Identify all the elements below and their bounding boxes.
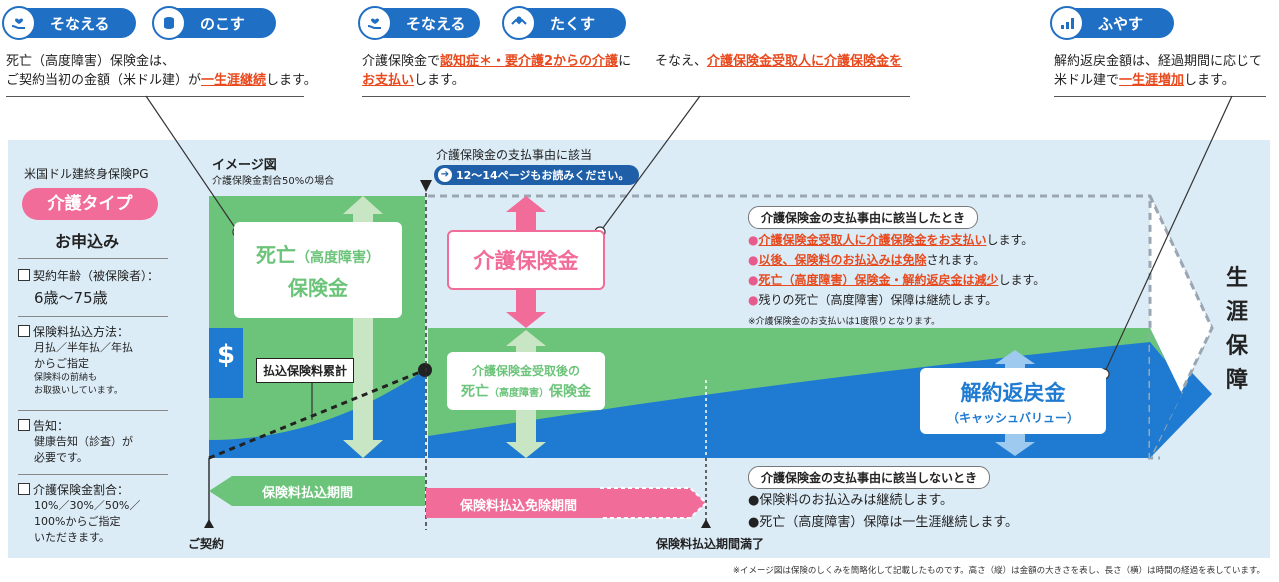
payable-item: ●残りの死亡（高度障害）保障は継続します。 <box>748 293 998 307</box>
cumulative-premium-label: 払込保険料累計 <box>256 358 355 383</box>
not-payable-item: ●保険料のお払込みは継続します。 <box>748 493 954 508</box>
pill-sonaeru-2: そなえる <box>358 6 480 40</box>
side-separator <box>18 474 168 475</box>
notice-item: 告知： 健康告知（診査）が 必要です。 <box>18 418 133 466</box>
ratio-item: 介護保険金割合： 10%／30%／50%／ 100%からご指定 いただきます。 <box>18 482 140 546</box>
hand-heart-icon <box>358 6 392 40</box>
apply-heading: お申込み <box>55 232 120 251</box>
pill-fuyasu: ふやす <box>1050 6 1174 40</box>
bar-chart-up-icon <box>1050 6 1084 40</box>
left-rule <box>6 96 304 97</box>
age-item: 契約年齢（被保険者）： 6歳〜75歳 <box>18 268 159 306</box>
left-description: 死亡（高度障害）保険金は、 ご契約当初の金額（米ドル建）が一生涯継続します。 <box>6 54 317 88</box>
payable-item: ●以後、保険料のお払込みは免除されます。 <box>748 253 986 267</box>
side-separator <box>18 316 168 317</box>
image-subtitle: 介護保険金割合50%の場合 <box>212 176 335 187</box>
right-description: 解約返戻金額は、経過期間に応じて 米ドル建で一生涯増加します。 <box>1054 54 1263 88</box>
mid-rule <box>362 96 910 97</box>
surrender-value-box: 解約返戻金 （キャッシュバリュー） <box>920 368 1106 434</box>
product-name: 米国ドル建終身保険PG <box>24 167 149 181</box>
waiver-period-label: 保険料払込免除期間 <box>460 499 578 514</box>
pill-nokosu: のこす <box>152 6 276 40</box>
checkbox-square <box>18 325 30 337</box>
hands-handover-icon <box>502 6 536 40</box>
period-end-label: 保険料払込期間満了 <box>656 537 765 551</box>
footnote: ※イメージ図は保険のしくみを簡略化して記載したものです。高さ（縦）は金額の大きさ… <box>732 566 1265 576</box>
type-badge: 介護タイプ <box>22 188 158 220</box>
right-rule <box>1054 96 1266 97</box>
event-link[interactable]: ➔ 12〜14ページもお読みください。 <box>434 165 640 185</box>
not-payable-item: ●死亡（高度障害）保障は一生涯継続します。 <box>748 515 1019 530</box>
payable-item: ●介護保険金受取人に介護保険金をお支払いします。 <box>748 233 1034 247</box>
mid-description: 介護保険金で認知症＊・要介護2からの介護に お支払いします。 <box>362 54 632 88</box>
checkbox-square <box>18 269 30 281</box>
pill-label: のこす <box>200 14 245 33</box>
side-separator <box>18 258 168 259</box>
premium-period-label: 保険料払込期間 <box>262 486 354 501</box>
pill-label: たくす <box>550 14 596 33</box>
payable-note: ※介護保険金のお支払いは1度限りとなります。 <box>748 317 941 327</box>
contract-label: ご契約 <box>188 537 225 551</box>
coin-stack-icon <box>152 6 186 40</box>
hand-heart-icon <box>2 6 36 40</box>
lifelong-coverage: 生涯保障 <box>1226 266 1249 393</box>
care-benefit-box: 介護保険金 <box>447 230 605 290</box>
pill-label: ふやす <box>1098 14 1144 33</box>
event-label: 介護保険金の支払事由に該当 <box>436 148 593 162</box>
dollar-symbol: $ <box>216 340 236 370</box>
checkbox-square <box>18 419 30 431</box>
checkbox-square <box>18 483 30 495</box>
pill-takusu: たくす <box>502 6 626 40</box>
payable-item: ●死亡（高度障害）保険金・解約返戻金は減少します。 <box>748 273 1046 287</box>
pill-label: そなえる <box>50 14 110 33</box>
image-title: イメージ図 <box>212 158 277 173</box>
pill-label: そなえる <box>406 14 466 33</box>
side-separator <box>18 410 168 411</box>
pay-item: 保険料払込方法： 月払／半年払／年払 からご指定 保険料の前納も お取扱いしてい… <box>18 324 133 398</box>
arrow-right-circle-icon: ➔ <box>438 168 452 182</box>
after-care-death-box: 介護保険金受取後の 死亡（高度障害）保険金 <box>447 352 605 410</box>
payable-heading: 介護保険金の支払事由に該当したとき <box>748 206 979 229</box>
not-payable-heading: 介護保険金の支払事由に該当しないとき <box>748 466 991 489</box>
mid-description-2: そなえ、介護保険金受取人に介護保険金を <box>655 54 903 69</box>
death-benefit-box: 死亡（高度障害） 保険金 <box>234 222 402 318</box>
pill-sonaeru-1: そなえる <box>2 6 136 40</box>
